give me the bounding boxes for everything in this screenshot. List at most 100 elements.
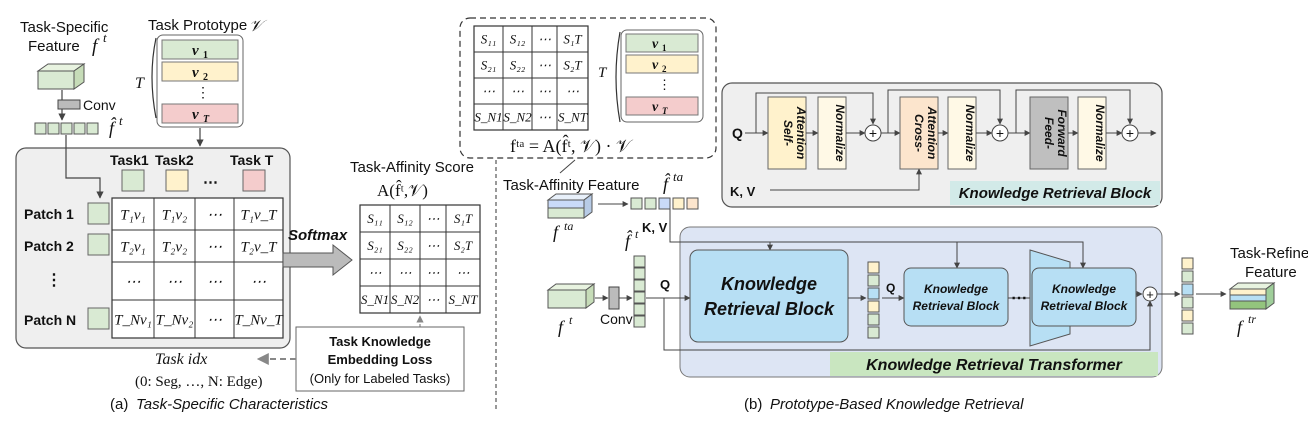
refined-line2: Feature <box>1245 264 1297 281</box>
tv-grid-cell: T_Nv_T <box>234 312 284 328</box>
ftr-cube <box>1228 282 1276 310</box>
loss-box <box>295 326 465 392</box>
prototype-T-label: T <box>135 75 145 92</box>
loss-line1: Task Knowledge <box>329 334 431 349</box>
task2-label: Task2 <box>155 152 194 168</box>
normalize-block-1 <box>817 96 847 170</box>
affinity-grid-cell: ⋯ <box>427 238 440 253</box>
affinity-grid-cell: S_N2 <box>391 292 420 307</box>
stack-dots: ⋯ <box>1011 290 1027 307</box>
ff-l2: Forward <box>1055 109 1069 157</box>
patch1-swatch <box>87 202 110 225</box>
mid-Q: Q <box>886 281 895 295</box>
ftr-sup: tr <box>1248 312 1256 326</box>
bottom-conv-block <box>608 286 620 310</box>
affinity-top-grid-cell: ⋯ <box>482 84 495 99</box>
krb-title-bg <box>950 181 1160 205</box>
patch-vdots: ⋮ <box>46 272 62 289</box>
tv-grid-cell: T₂v₁ <box>120 239 145 255</box>
tv-grid-cell: ⋯ <box>126 274 141 290</box>
krb-title: Knowledge Retrieval Block <box>959 185 1152 202</box>
fhat-symbol: f̂ <box>109 117 117 138</box>
affinity-score-title: Task-Affinity Score <box>350 159 474 176</box>
fta-sup: ta <box>564 219 573 233</box>
affinity-grid-cell: ⋯ <box>399 265 412 280</box>
self-attention-block <box>767 96 807 170</box>
normalize-3-label: Normalize <box>1093 104 1107 162</box>
caption-a: Task-Specific Characteristics <box>136 396 329 413</box>
fta-hat-sup: ta <box>673 169 684 184</box>
loss-line2: Embedding Loss <box>328 352 433 367</box>
bottom-fhat: f̂ <box>625 230 633 251</box>
loss-line3: (Only for Labeled Tasks) <box>310 371 451 386</box>
vT-text: v <box>192 107 199 123</box>
affinity-grid-cell: S_NT <box>449 292 479 307</box>
self-attention-l1: Self- <box>781 120 795 146</box>
bottom-ft: f <box>558 317 566 337</box>
affinity-top-grid-cell: S₁₁ <box>481 32 497 47</box>
big-krb-block <box>689 249 849 343</box>
top-v1-sub: 1 <box>662 43 667 53</box>
self-attention-l2: Attention <box>794 106 808 160</box>
bottom-KV: K, V <box>642 220 668 235</box>
affinity-grid-cell: S_N1 <box>361 292 389 307</box>
prototype-v1 <box>161 39 239 60</box>
tv-grid-cell: ⋯ <box>207 239 222 255</box>
krb-KV: K, V <box>730 184 756 199</box>
affinity-top-grid-cell: S₂₁ <box>481 58 497 73</box>
small-krb1-l1: Knowledge <box>924 282 988 296</box>
top-T-label: T <box>598 65 608 81</box>
patchN-swatch <box>87 307 110 330</box>
affinity-feature-label: Task-Affinity Feature <box>503 177 639 194</box>
fhat-vector <box>34 122 99 135</box>
top-formula: fᵗᵃ = A(f̂ᵗ, 𝒱) · 𝒱 <box>510 135 634 157</box>
svg-text:+: + <box>1146 287 1154 302</box>
tv-grid-cell: ⋯ <box>167 274 182 290</box>
affinity-grid-cell: S₂T <box>454 238 473 253</box>
tv-grid-cell: ⋯ <box>207 274 222 290</box>
refined-vector <box>1181 257 1194 335</box>
affinity-formula: A(f̂ᵗ,𝒱) <box>377 180 428 200</box>
normalize-2-label: Normalize <box>963 104 977 162</box>
small-krb2-l2: Retrieval Block <box>1041 299 1129 313</box>
affinity-grid-cell: S₂₂ <box>397 238 413 253</box>
conv-label: Conv <box>83 97 116 113</box>
fta-vector <box>630 197 699 210</box>
affinity-grid-cell: ⋯ <box>427 211 440 226</box>
transformer-title: Knowledge Retrieval Transformer <box>866 357 1123 374</box>
task-specific-label: Task-Specific <box>20 19 109 36</box>
transformer-title-bg <box>830 352 1158 376</box>
tv-grid-cell: T₁v_T <box>240 207 278 223</box>
bottom-fhat-sup: t <box>635 227 639 241</box>
affinity-top-grid-cell: S_N1 <box>474 110 502 125</box>
ff-l1: Feed- <box>1042 117 1056 149</box>
fta-hat-symbol: f̂ <box>663 173 671 194</box>
prototype-vdots: ⋮ <box>196 86 210 101</box>
tv-grid-cell: ⋯ <box>207 312 222 328</box>
svg-text:+: + <box>869 125 877 141</box>
taskT-label: Task T <box>230 152 274 168</box>
prototype-bracket <box>151 37 157 119</box>
fta-cube <box>546 193 594 219</box>
krb-detail: Q Self- Attention Normalize + Cross- Att… <box>721 82 1163 208</box>
tv-grid-cell: ⋯ <box>251 274 266 290</box>
tv-grid-cell: ⋯ <box>207 207 222 223</box>
small-krb2-l1: Knowledge <box>1052 282 1116 296</box>
tv-grid-cell: T₁v₂ <box>162 207 187 223</box>
affinity-top-grid-cell: ⋯ <box>538 58 551 73</box>
tv-grid-cell: T_Nv₂ <box>156 312 194 328</box>
small-krb1-l2: Retrieval Block <box>913 299 1001 313</box>
top-vT-text: v <box>652 100 659 115</box>
caption-a-prefix: (a) <box>110 396 128 413</box>
feature-cube-ft <box>36 63 86 90</box>
krb-Q: Q <box>732 125 743 141</box>
affinity-top-grid-cell: S₂₂ <box>510 58 526 73</box>
tv-grid-cell: T₁v₁ <box>120 207 145 223</box>
v1-text: v <box>192 43 199 59</box>
affinity-top-grid-cell: ⋯ <box>538 32 551 47</box>
small-krb-block-1 <box>903 267 1009 327</box>
